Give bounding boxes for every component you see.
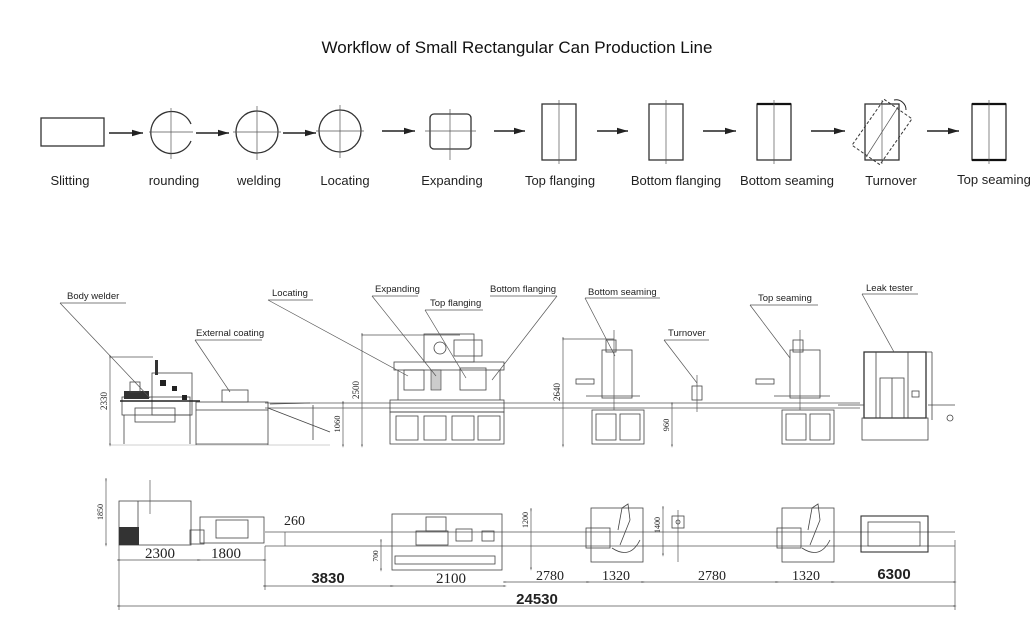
flanging-unit-machine bbox=[389, 333, 505, 445]
dimension-1060: 1060 bbox=[332, 401, 344, 448]
workflow-row: Slitting rounding welding Locating Expan… bbox=[40, 98, 1031, 188]
elevation-view: Body welder External coating Locating Ex… bbox=[59, 283, 955, 448]
flanging-footprint bbox=[391, 513, 503, 571]
welding-icon bbox=[233, 106, 281, 160]
callout-external-coating: External coating bbox=[194, 328, 264, 393]
welder-footprint bbox=[118, 480, 205, 546]
top-seamer-footprint bbox=[776, 503, 835, 563]
length-dim: 1320 bbox=[792, 569, 820, 584]
slitting-icon bbox=[40, 117, 105, 147]
external-coating-machine bbox=[195, 389, 269, 445]
expanding-icon bbox=[425, 109, 476, 160]
step-label-slitting: Slitting bbox=[50, 173, 89, 188]
callout-top-seaming: Top seaming bbox=[749, 293, 818, 359]
svg-text:Leak tester: Leak tester bbox=[866, 283, 913, 294]
svg-text:2330: 2330 bbox=[99, 392, 109, 411]
top-seaming-icon bbox=[971, 100, 1007, 164]
top-flanging-icon bbox=[541, 100, 577, 164]
svg-text:Turnover: Turnover bbox=[668, 328, 706, 339]
length-dim: 1320 bbox=[602, 569, 630, 584]
svg-text:1200: 1200 bbox=[521, 512, 530, 528]
dimension-1850: 1850 bbox=[96, 478, 107, 547]
callout-locating: Locating bbox=[267, 288, 409, 377]
svg-text:2640: 2640 bbox=[552, 383, 562, 402]
length-dim: 2780 bbox=[698, 569, 726, 584]
turnover-footprint bbox=[671, 510, 685, 562]
svg-text:260: 260 bbox=[284, 514, 305, 529]
step-label-top-flanging: Top flanging bbox=[525, 173, 595, 188]
dimension-260: 260 bbox=[284, 514, 305, 546]
dimension-960: 960 bbox=[661, 402, 673, 448]
svg-text:960: 960 bbox=[661, 419, 671, 432]
svg-text:Bottom flanging: Bottom flanging bbox=[490, 284, 556, 295]
svg-text:1400: 1400 bbox=[653, 517, 662, 533]
svg-text:External coating: External coating bbox=[196, 328, 264, 339]
bottom-seamer-footprint bbox=[585, 503, 644, 563]
turnover-machine bbox=[691, 375, 703, 412]
callout-turnover: Turnover bbox=[663, 328, 709, 384]
length-dim: 1800 bbox=[211, 546, 241, 562]
step-label-locating: Locating bbox=[320, 173, 369, 188]
rounding-icon bbox=[149, 108, 193, 159]
svg-text:700: 700 bbox=[371, 550, 380, 562]
svg-text:Expanding: Expanding bbox=[375, 284, 420, 295]
length-dim: 2780 bbox=[536, 569, 564, 584]
plan-view: 1850 260 700 1200 1400 2300 bbox=[96, 478, 957, 610]
svg-text:Locating: Locating bbox=[272, 288, 308, 299]
callout-bottom-seaming: Bottom seaming bbox=[584, 287, 660, 357]
step-label-bottom-seaming: Bottom seaming bbox=[740, 173, 834, 188]
bottom-flanging-icon bbox=[648, 100, 684, 164]
diagram-title: Workflow of Small Rectangular Can Produc… bbox=[321, 38, 713, 57]
total-length-dim: 24530 bbox=[516, 591, 558, 608]
svg-text:Body welder: Body welder bbox=[67, 291, 119, 302]
callout-body-welder: Body welder bbox=[59, 291, 151, 399]
leak-tester-machine bbox=[838, 351, 955, 441]
svg-text:2500: 2500 bbox=[351, 381, 361, 400]
callout-expanding: Expanding bbox=[371, 284, 437, 377]
dimension-2330: 2330 bbox=[99, 355, 153, 447]
locating-icon bbox=[316, 105, 364, 158]
dimension-1200: 1200 bbox=[521, 508, 532, 571]
leak-tester-footprint bbox=[860, 515, 929, 553]
coating-footprint bbox=[199, 516, 265, 544]
body-welder-machine bbox=[120, 360, 200, 444]
step-label-turnover: Turnover bbox=[865, 173, 917, 188]
step-label-top-seaming: Top seaming bbox=[957, 172, 1031, 187]
svg-text:1060: 1060 bbox=[332, 416, 342, 433]
dimension-1400: 1400 bbox=[653, 506, 664, 557]
step-label-welding: welding bbox=[236, 173, 281, 188]
length-dim: 2300 bbox=[145, 546, 175, 562]
bottom-seamer-machine bbox=[575, 330, 645, 445]
dimension-2500: 2500 bbox=[351, 333, 460, 448]
length-dim: 3830 bbox=[311, 570, 344, 587]
dimension-700: 700 bbox=[371, 539, 382, 572]
top-seamer-machine bbox=[755, 330, 835, 445]
bottom-seaming-icon bbox=[756, 100, 792, 164]
svg-text:Bottom seaming: Bottom seaming bbox=[588, 287, 657, 298]
dimension-2640: 2640 bbox=[552, 337, 614, 448]
svg-text:Top flanging: Top flanging bbox=[430, 298, 481, 309]
callout-leak-tester: Leak tester bbox=[861, 283, 918, 353]
step-label-bottom-flanging: Bottom flanging bbox=[631, 173, 721, 188]
turnover-icon bbox=[851, 98, 913, 166]
callout-bottom-flanging: Bottom flanging bbox=[490, 284, 558, 381]
length-dim: 6300 bbox=[877, 566, 910, 583]
svg-text:1850: 1850 bbox=[96, 504, 105, 520]
step-label-rounding: rounding bbox=[149, 173, 200, 188]
svg-text:Top seaming: Top seaming bbox=[758, 293, 812, 304]
length-dim: 2100 bbox=[436, 571, 466, 587]
callout-top-flanging: Top flanging bbox=[424, 298, 483, 379]
step-label-expanding: Expanding bbox=[421, 173, 482, 188]
